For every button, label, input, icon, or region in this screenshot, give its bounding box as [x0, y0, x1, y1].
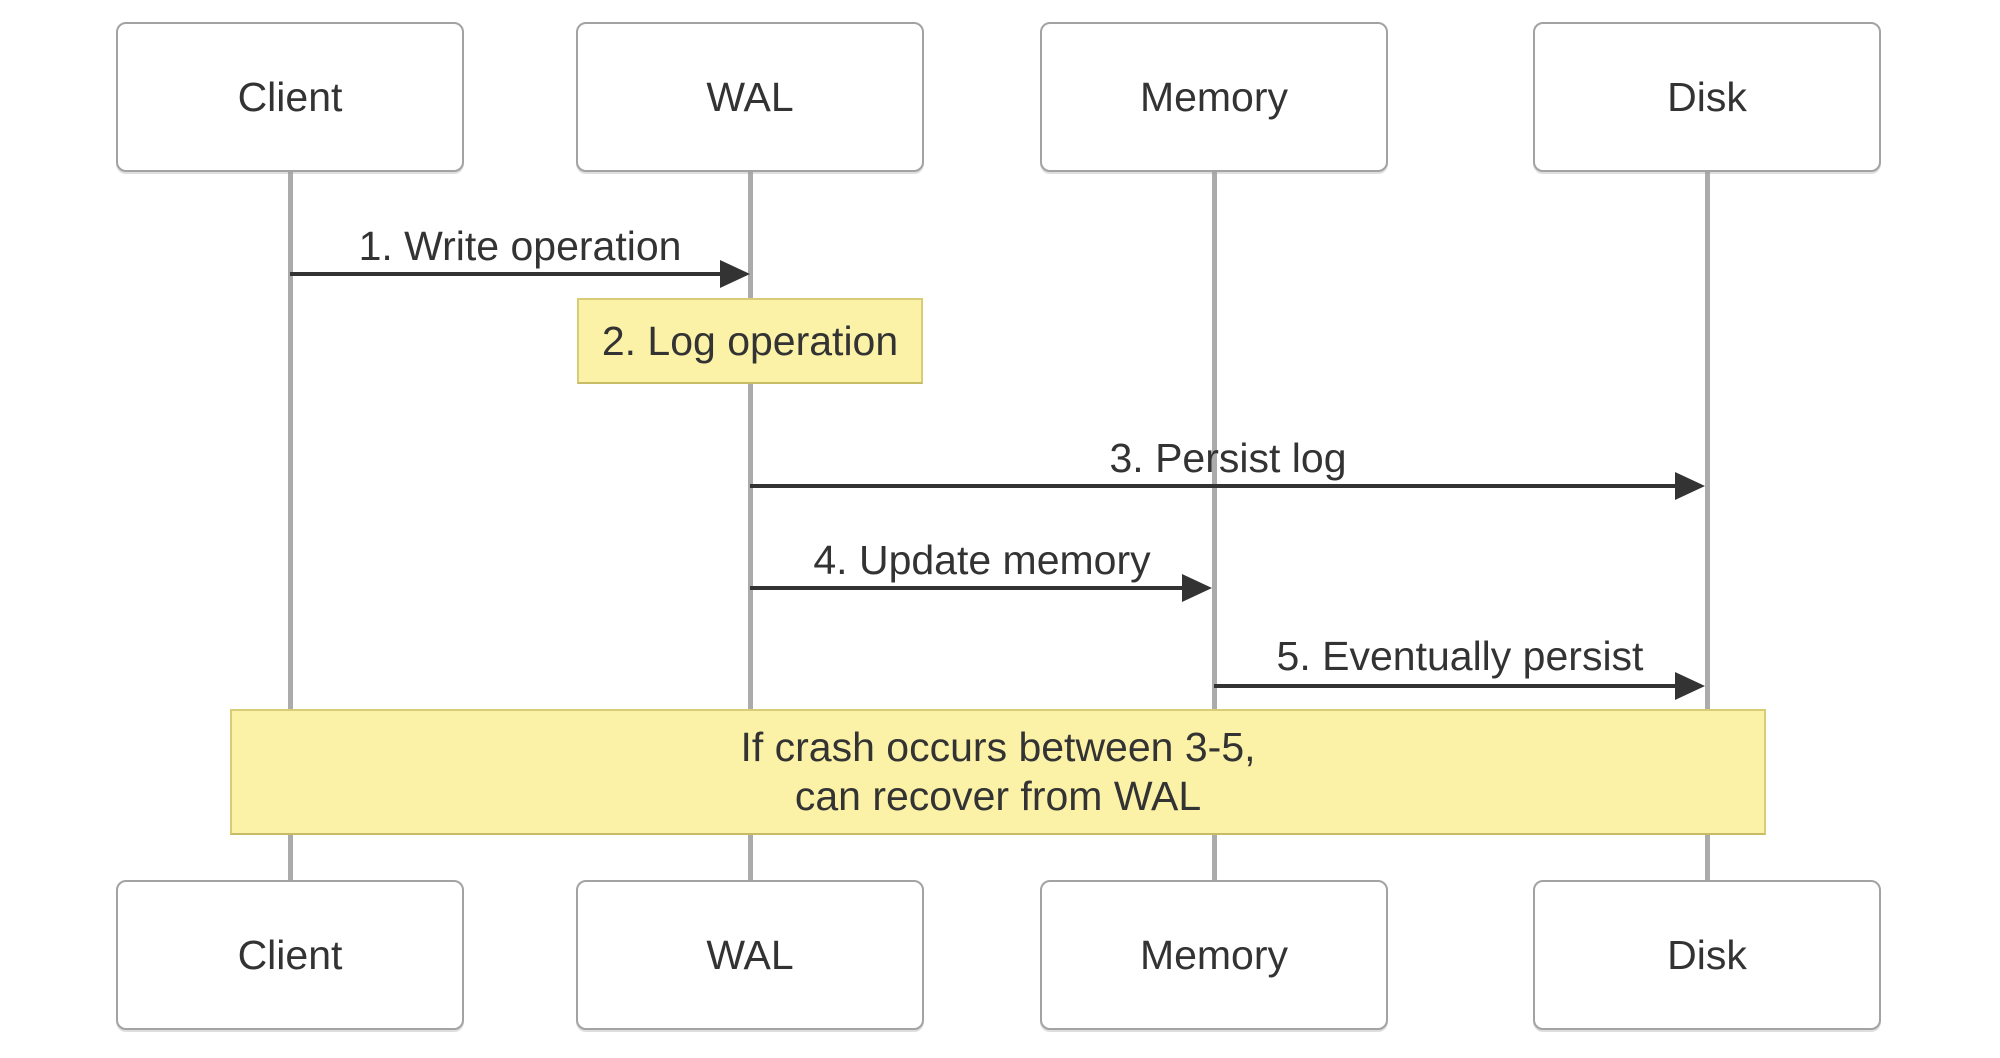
actor-disk-label: Disk	[1667, 73, 1747, 120]
actor-client-bottom: Client	[116, 880, 464, 1030]
actor-wal-label: WAL	[706, 931, 794, 978]
actor-wal-top: WAL	[576, 22, 924, 172]
lifeline-wal	[748, 172, 753, 880]
note-log-operation: 2. Log operation	[577, 298, 923, 384]
message-arrow-write-operation	[290, 272, 722, 276]
actor-disk-bottom: Disk	[1533, 880, 1881, 1030]
arrowhead-icon	[1182, 574, 1212, 602]
actor-memory-label: Memory	[1139, 931, 1289, 978]
message-label-write-operation: 1. Write operation	[358, 223, 682, 269]
actor-client-top: Client	[116, 22, 464, 172]
actor-wal-label: WAL	[706, 73, 794, 120]
arrowhead-icon	[1675, 472, 1705, 500]
message-label-eventually-persist: 5. Eventually persist	[1276, 633, 1644, 679]
actor-disk-label: Disk	[1667, 931, 1747, 978]
actor-memory-top: Memory	[1040, 22, 1388, 172]
message-arrow-persist-log	[750, 484, 1677, 488]
actor-memory-label: Memory	[1139, 73, 1289, 120]
lifeline-disk	[1705, 172, 1710, 880]
message-label-update-memory: 4. Update memory	[813, 537, 1151, 583]
lifeline-memory	[1212, 172, 1217, 880]
note-crash-recovery-line2: can recover from WAL	[794, 773, 1202, 819]
arrowhead-icon	[1675, 672, 1705, 700]
actor-client-label: Client	[237, 931, 343, 978]
actor-disk-top: Disk	[1533, 22, 1881, 172]
message-arrow-update-memory	[750, 586, 1184, 590]
actor-client-label: Client	[237, 73, 343, 120]
lifeline-client	[288, 172, 293, 880]
actor-wal-bottom: WAL	[576, 880, 924, 1030]
note-log-operation-label: 2. Log operation	[601, 317, 899, 364]
message-arrow-eventually-persist	[1214, 684, 1677, 688]
note-crash-recovery-line1: If crash occurs between 3-5,	[740, 724, 1256, 770]
message-label-persist-log: 3. Persist log	[1109, 435, 1347, 481]
actor-memory-bottom: Memory	[1040, 880, 1388, 1030]
note-crash-recovery: If crash occurs between 3-5, can recover…	[230, 709, 1766, 835]
arrowhead-icon	[720, 260, 750, 288]
